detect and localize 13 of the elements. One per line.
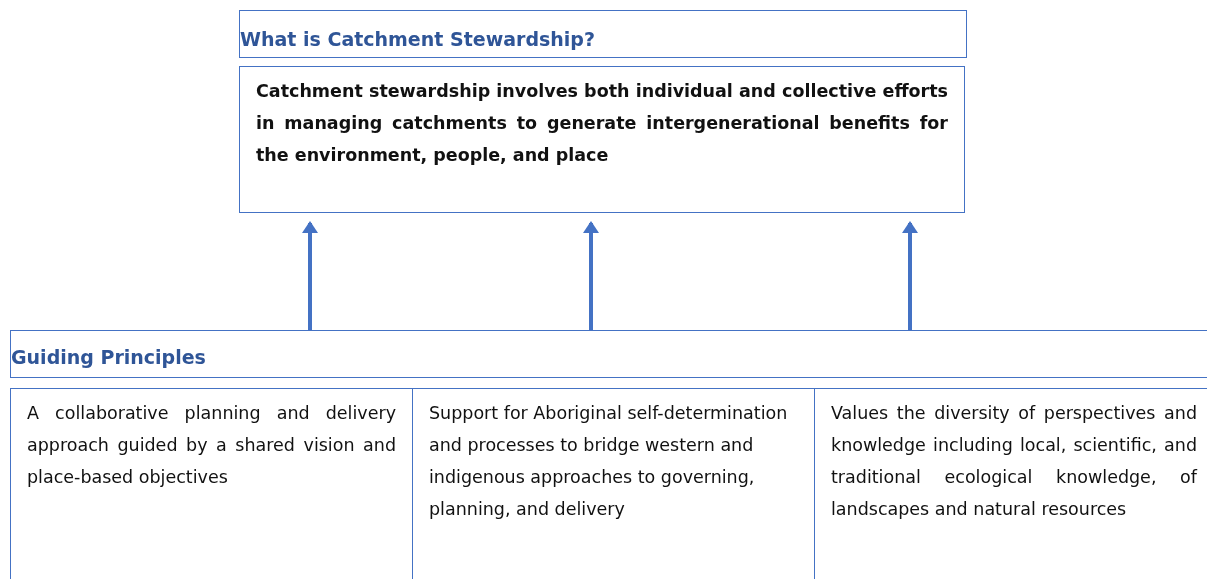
paragraph: Support for Aboriginal self-determination and processes to bridge western and indigenous approaches to governing, planning, and delivery xyxy=(429,402,789,521)
arrow xyxy=(902,221,918,330)
heading: What is Catchment Stewardship? xyxy=(240,27,596,51)
text-box xyxy=(10,388,413,579)
paragraph: Catchment stewardship involves both individual and collective efforts in managing catchments to generate intergenerational benefits for the environment, people, and place xyxy=(256,80,948,167)
heading-box xyxy=(10,330,1207,378)
text-box xyxy=(239,66,965,213)
heading: Guiding Principles xyxy=(11,345,207,369)
arrow xyxy=(583,221,599,330)
paragraph: A collaborative planning and delivery approach guided by a shared vision and place-based objectives xyxy=(27,402,396,489)
arrow xyxy=(302,221,318,330)
heading-box xyxy=(239,10,967,58)
paragraph: Values the diversity of perspectives and knowledge including local, scientific, and traditional ecological knowledge, of landscapes and natural resources xyxy=(831,402,1197,521)
